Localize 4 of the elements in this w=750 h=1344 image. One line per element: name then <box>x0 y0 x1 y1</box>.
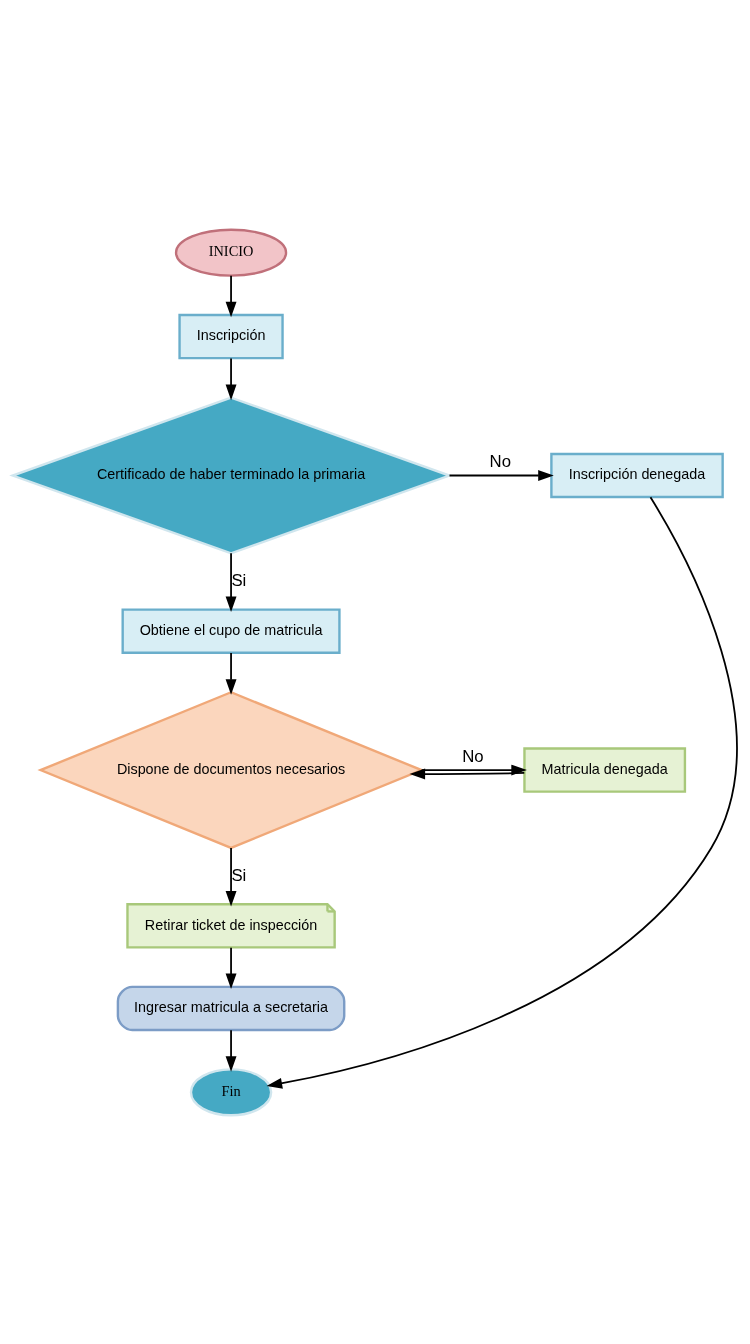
edge-label: Si <box>231 865 247 885</box>
edge-label: Si <box>231 570 247 590</box>
edge-label: No <box>462 746 484 766</box>
edge-label: No <box>489 451 512 471</box>
